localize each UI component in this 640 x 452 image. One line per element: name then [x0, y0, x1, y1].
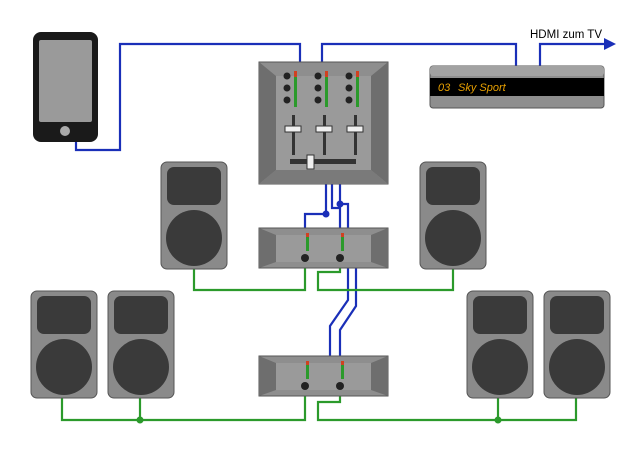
- amplifier-1: [258, 227, 389, 269]
- channel-3-fader[interactable]: [346, 125, 364, 133]
- mixer-channel-3: [345, 71, 364, 155]
- signal-junctions: [322, 200, 344, 218]
- woofer-icon: [166, 210, 222, 266]
- hdmi-label: HDMI zum TV: [530, 29, 602, 41]
- channel-2-fader[interactable]: [315, 125, 333, 133]
- speaker-rear-right-outer: [543, 290, 611, 399]
- speaker-cables: [60, 262, 578, 422]
- mixer-to-amp1-cable-a: [303, 182, 328, 228]
- amp2-left-speaker-cable: [60, 392, 307, 422]
- hdmi-arrow-icon: [604, 38, 616, 50]
- tweeter-icon: [114, 296, 168, 334]
- amplifier-2: [258, 355, 389, 397]
- tweeter-icon: [550, 296, 604, 334]
- woofer-icon: [36, 339, 92, 395]
- amp1-volume-left-knob[interactable]: [301, 254, 309, 262]
- woofer-icon: [472, 339, 528, 395]
- phone-to-mixer-cable: [74, 42, 302, 152]
- woofer-icon: [113, 339, 169, 395]
- amp1-right-speaker-cable: [316, 262, 455, 292]
- smartphone: [33, 32, 98, 142]
- amp1-left-speaker-cable: [192, 262, 307, 292]
- amp2-right-speaker-cable: [316, 392, 578, 422]
- channel-1-fader[interactable]: [284, 125, 302, 133]
- tweeter-icon: [426, 167, 480, 205]
- receiver-channel-number: 03: [438, 82, 451, 94]
- speakers: [30, 161, 611, 399]
- mixer-to-amp1-cable-c: [330, 182, 342, 228]
- woofer-icon: [549, 339, 605, 395]
- speaker-rear-right-inner: [466, 290, 534, 399]
- tweeter-icon: [37, 296, 91, 334]
- speaker-junctions: [136, 416, 502, 424]
- receiver-display: [430, 78, 604, 96]
- speaker-rear-left-outer: [30, 290, 98, 399]
- tweeter-icon: [473, 296, 527, 334]
- dj-mixer: [258, 61, 389, 185]
- home-button-icon: [60, 126, 70, 136]
- speaker-rear-left-inner: [107, 290, 175, 399]
- crossfader[interactable]: [306, 154, 315, 170]
- sat-receiver: 03 Sky Sport: [429, 65, 605, 109]
- receiver-channel-name: Sky Sport: [458, 82, 507, 94]
- mixer-channel-1: [283, 71, 302, 155]
- mixer-to-receiver-cable: [320, 42, 518, 66]
- hdmi-out-cable: [538, 42, 604, 66]
- tweeter-icon: [167, 167, 221, 205]
- amp2-volume-left-knob[interactable]: [301, 382, 309, 390]
- speaker-front-right: [419, 161, 487, 270]
- mixer-channel-2: [314, 71, 333, 155]
- mixer-to-amp1-cable-b: [338, 182, 350, 228]
- speaker-front-left: [160, 161, 228, 270]
- amp1-volume-right-knob[interactable]: [336, 254, 344, 262]
- woofer-icon: [425, 210, 481, 266]
- amp2-volume-right-knob[interactable]: [336, 382, 344, 390]
